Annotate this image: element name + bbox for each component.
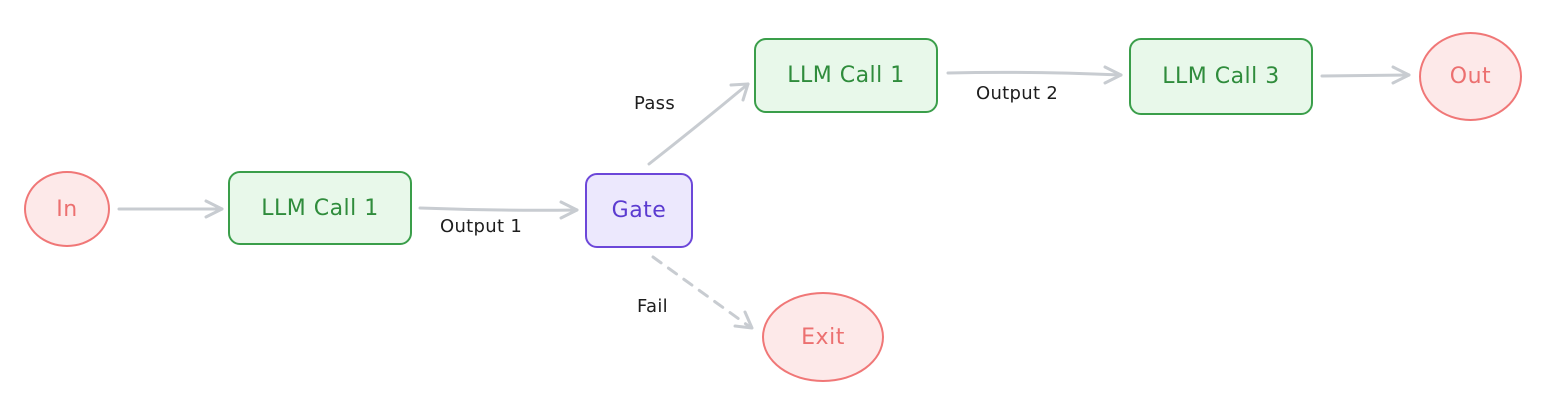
edge-llm-call-3-to-out [1320, 65, 1411, 85]
node-in[interactable]: In [24, 171, 110, 247]
node-llm-call-1[interactable]: LLM Call 1 [228, 171, 412, 245]
edge-output-1 [418, 200, 579, 220]
node-llm-call-3-label: LLM Call 3 [1162, 64, 1280, 89]
node-out-label: Out [1449, 64, 1492, 89]
edge-in-to-llm-call-1 [117, 199, 224, 219]
edge-label-output-2: Output 2 [976, 83, 1059, 104]
edge-pass [647, 82, 750, 166]
node-exit[interactable]: Exit [762, 292, 884, 382]
node-exit-label: Exit [801, 324, 845, 350]
node-gate[interactable]: Gate [585, 173, 693, 248]
node-llm-call-1-upper[interactable]: LLM Call 1 [754, 38, 938, 113]
edge-output-2 [946, 65, 1123, 85]
node-gate-label: Gate [611, 198, 667, 223]
edge-fail [651, 255, 754, 330]
node-in-label: In [56, 196, 78, 222]
node-llm-call-1-upper-label: LLM Call 1 [787, 63, 905, 88]
node-llm-call-3[interactable]: LLM Call 3 [1129, 38, 1313, 115]
node-out[interactable]: Out [1419, 32, 1522, 121]
edge-label-fail: Fail [637, 296, 668, 317]
node-llm-call-1-label: LLM Call 1 [261, 195, 379, 221]
edge-label-output-1: Output 1 [440, 216, 523, 237]
edge-label-pass: Pass [634, 93, 676, 114]
